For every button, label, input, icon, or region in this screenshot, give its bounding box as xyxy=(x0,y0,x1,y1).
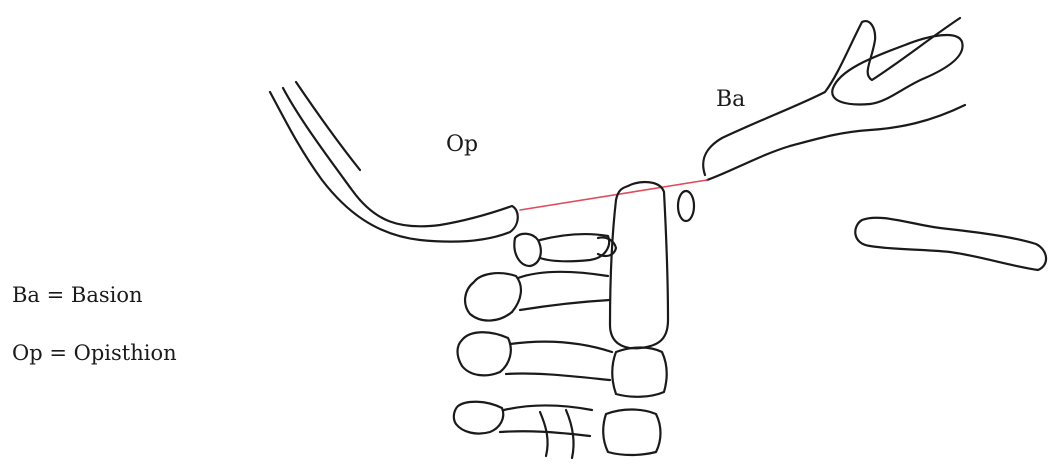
c2-lamina xyxy=(518,272,610,310)
hard-palate-outline xyxy=(855,218,1046,270)
c4-vertebral-body xyxy=(603,410,660,456)
sinus-outline xyxy=(832,35,962,104)
opisthion-label: Op xyxy=(446,134,478,156)
c4-spinous-process xyxy=(454,402,503,434)
c3-lamina xyxy=(506,342,612,380)
odontoid-tip-marker xyxy=(678,191,694,221)
legend-opisthion: Op = Opisthion xyxy=(12,343,177,364)
legend-basion: Ba = Basion xyxy=(12,285,143,306)
clivus-lower-contour xyxy=(707,105,965,180)
dens-c2-body-outline xyxy=(610,182,668,348)
c3-vertebral-body xyxy=(612,348,667,397)
c3-spinous-process xyxy=(458,332,511,375)
basion-label: Ba xyxy=(716,89,745,111)
c2-spinous-process xyxy=(465,273,521,320)
atlas-posterior-arch xyxy=(514,234,540,266)
occipital-bone-outline xyxy=(270,88,518,242)
